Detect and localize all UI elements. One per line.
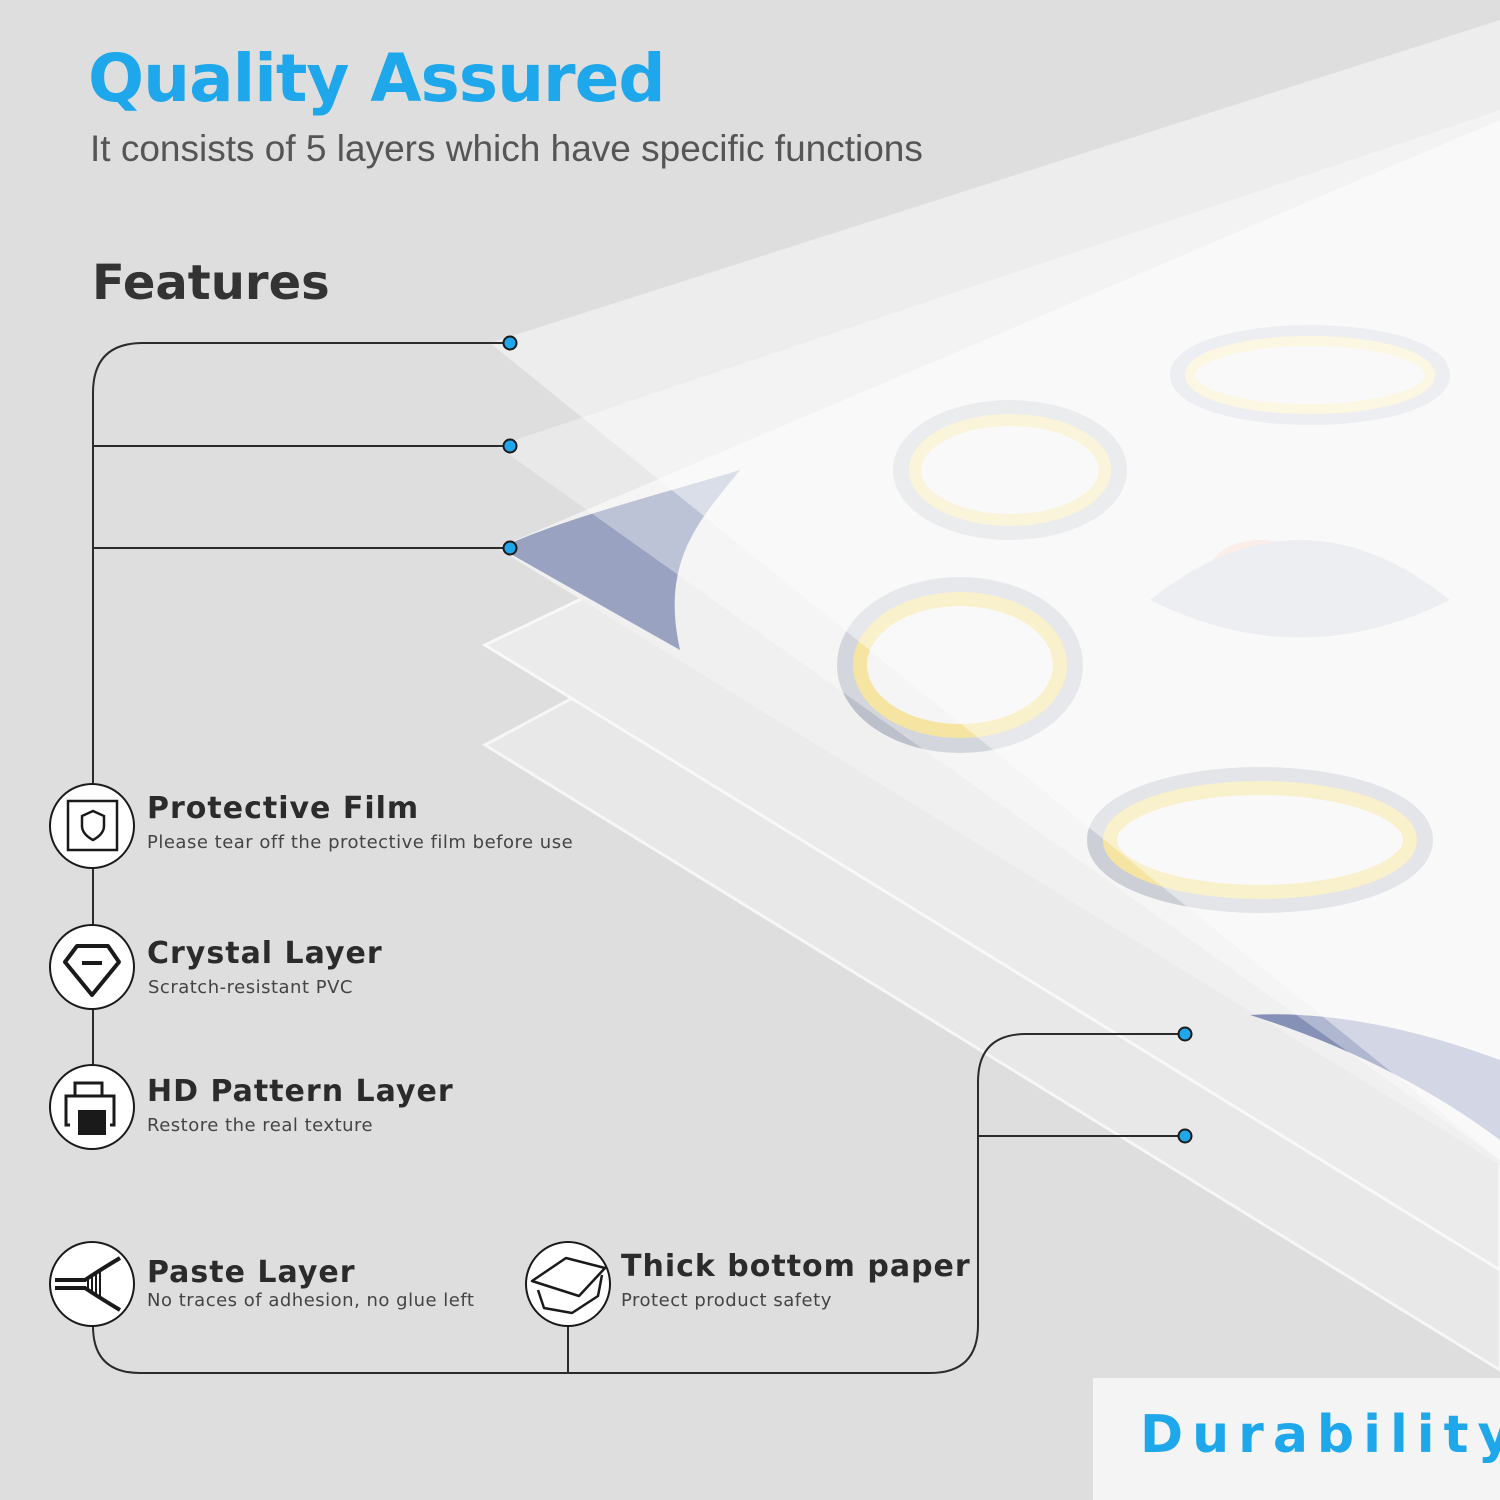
shield-icon <box>66 799 119 852</box>
connector-lines <box>92 342 1185 1374</box>
feature-desc-crystal-layer: Scratch-resistant PVC <box>148 977 353 998</box>
layer-markers <box>502 335 1193 1144</box>
feature-title-protective-film: Protective Film <box>147 791 420 826</box>
adhesive-icon <box>55 1256 122 1312</box>
durability-label: Durability <box>1140 1405 1500 1465</box>
feature-desc-bottom-paper: Protect product safety <box>621 1290 832 1311</box>
feature-title-bottom-paper: Thick bottom paper <box>621 1249 971 1284</box>
feature-desc-hd-pattern: Restore the real texture <box>147 1115 374 1136</box>
protective-film-sheet <box>490 20 1500 1160</box>
feature-desc-paste-layer: No traces of adhesion, no glue left <box>147 1290 475 1311</box>
feature-desc-protective-film: Please tear off the protective film befo… <box>147 832 574 853</box>
crystal-layer-sheet <box>497 110 1500 1160</box>
page-subtitle: It consists of 5 layers which have speci… <box>90 128 923 169</box>
printer-icon <box>64 1081 116 1135</box>
diamond-icon <box>63 944 121 997</box>
feature-title-crystal-layer: Crystal Layer <box>147 936 383 971</box>
feature-title-paste-layer: Paste Layer <box>147 1255 356 1290</box>
paper-stack-icon <box>530 1256 607 1315</box>
features-heading: Features <box>92 255 330 311</box>
feature-title-hd-pattern: HD Pattern Layer <box>147 1074 454 1109</box>
page-title: Quality Assured <box>88 40 666 117</box>
tile-pattern <box>500 325 1500 1140</box>
durability-badge <box>1093 1378 1500 1500</box>
